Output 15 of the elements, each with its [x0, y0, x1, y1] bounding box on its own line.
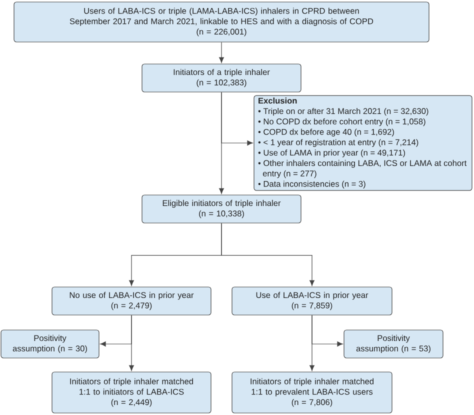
- flow-box: Initiators of triple inhaler matched 1:1 to prevalent LABA-ICS users (n = 7,806): [232, 372, 392, 414]
- arrow: [219, 42, 224, 63]
- flow-box: Initiators of triple inhaler matched 1:1 to initiators of LABA-ICS (n = 2,449): [52, 372, 212, 414]
- arrow: [310, 315, 314, 371]
- flow-box: Use of LABA-ICS in prior year (n = 7,859): [232, 286, 392, 316]
- arrow: [219, 92, 224, 194]
- arrow: [221, 223, 314, 286]
- flow-box: Positivity assumption (n = 30): [0, 330, 100, 358]
- flow-box: Users of LABA-ICS or triple (LAMA-LABA-ICS) inhalers in CPRD between September 2017 and March 2021, linkable to HES and with a diagnosis of COPD (n = 226,001): [14, 2, 430, 42]
- flow-box: No use of LABA-ICS in prior year (n = 2,479): [52, 286, 212, 316]
- flow-box: Positivity assumption (n = 53): [344, 330, 444, 358]
- flow-box: Initiators of a triple inhaler (n = 102,383): [142, 64, 302, 92]
- arrow: [129, 315, 134, 371]
- flow-box: Eligible initiators of triple inhaler (n = 10,338): [142, 194, 302, 224]
- exclusion-box: Exclusion • Triple on or after 31 March 2021 (n = 32,630) • No COPD dx before cohort entry (n = 1,058) • COPD dx before age 40 (n = 1,692) • < 1 year of registration at entry (n = 7,214) • Use of LAMA in prior year (n = 49,171) • Other inhalers containing LABA, ICS or LAMA at cohort entry (n = 277) • Data inconsistencies (n = 3): [254, 95, 472, 191]
